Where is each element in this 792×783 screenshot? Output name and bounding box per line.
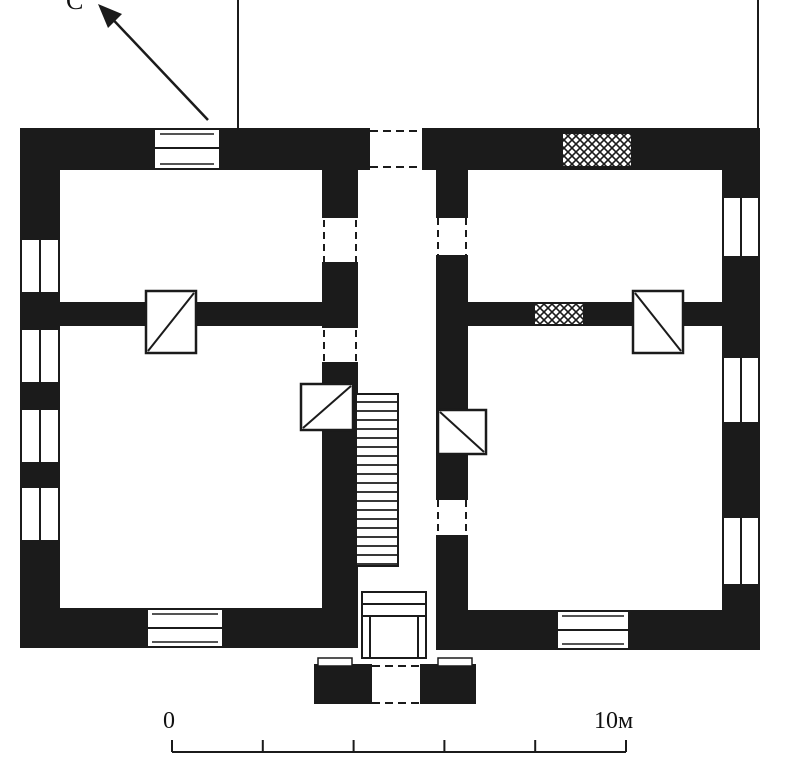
stove-right-corridor [436, 408, 488, 456]
north-arrow [98, 4, 209, 121]
windows-left-outer [22, 240, 58, 540]
window-right-bottom [558, 612, 628, 648]
porch-pier-left [314, 664, 372, 704]
wall-left-inner-2 [322, 262, 358, 328]
wall-left-outer [20, 128, 60, 648]
porch-pier-right-cap [437, 657, 473, 667]
scale-bar [171, 740, 627, 753]
wall-left-inner-1 [322, 128, 358, 218]
window-left-top [155, 130, 219, 168]
stove-left-corridor [299, 382, 355, 432]
right-wing [422, 128, 760, 650]
porch-opening [372, 665, 420, 704]
entrance-steps [361, 591, 427, 659]
wall-right-inner-3 [436, 535, 468, 650]
wall-right-inner-1 [436, 128, 468, 218]
staircase [355, 393, 399, 567]
corridor-top-opening [370, 130, 424, 168]
door-openings-right [437, 218, 467, 535]
porch-pier-left-cap [317, 657, 353, 667]
hatched-opening-right-partition [535, 304, 583, 324]
hatched-window-right-top [563, 134, 631, 166]
scale-end-label: 10м [594, 708, 634, 734]
window-left-bottom [148, 610, 222, 646]
wall-right-inner-2 [436, 255, 468, 500]
scale-start-label: 0 [163, 708, 175, 734]
wall-right-partition [466, 302, 724, 326]
stove-left-partition [144, 289, 198, 355]
porch-pier-right [420, 664, 476, 704]
stove-right-partition [631, 289, 685, 355]
door-openings-left [323, 220, 357, 362]
windows-right-outer [724, 198, 758, 584]
north-arrow-label: C [66, 0, 84, 15]
